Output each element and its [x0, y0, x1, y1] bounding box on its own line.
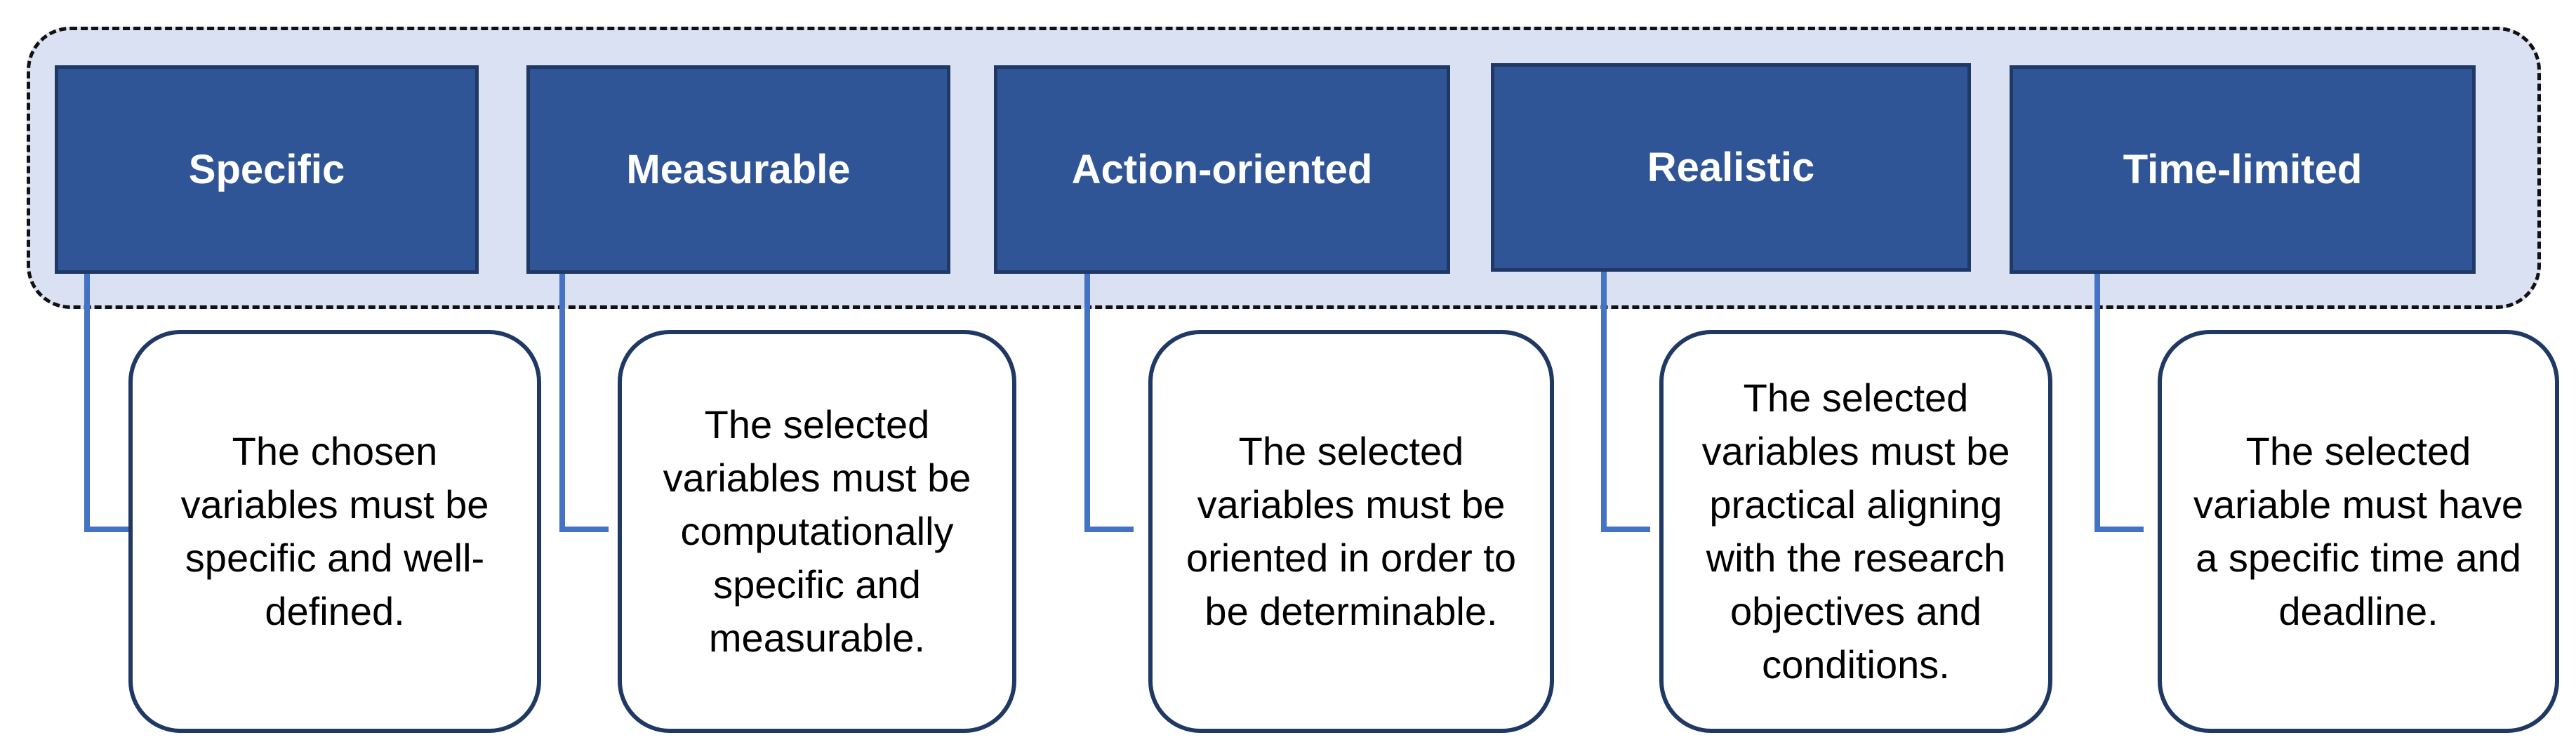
card-measurable: The selected variables must be computati… [618, 330, 1016, 733]
card-realistic-text: The selected variables must be practical… [1701, 376, 2010, 687]
connector-specific [84, 274, 131, 532]
header-realistic: Realistic [1491, 63, 1971, 272]
header-measurable: Measurable [526, 65, 950, 274]
connector-time-limited [2094, 274, 2144, 532]
card-time-limited: The selected variable must have a specif… [2158, 330, 2559, 733]
card-specific-text: The chosen variables must be specific an… [180, 429, 489, 633]
card-realistic: The selected variables must be practical… [1659, 330, 2052, 733]
header-time-limited: Time-limited [2010, 65, 2476, 274]
card-action-oriented: The selected variables must be oriented … [1148, 330, 1554, 733]
header-action-oriented: Action-oriented [994, 65, 1450, 274]
card-measurable-text: The selected variables must be computati… [663, 402, 971, 660]
card-action-oriented-text: The selected variables must be oriented … [1186, 429, 1517, 633]
connector-realistic [1601, 272, 1650, 532]
connector-action-oriented [1084, 274, 1134, 532]
header-specific: Specific [55, 65, 479, 274]
card-specific: The chosen variables must be specific an… [128, 330, 541, 733]
card-time-limited-text: The selected variable must have a specif… [2193, 429, 2523, 633]
connector-measurable [559, 274, 609, 532]
